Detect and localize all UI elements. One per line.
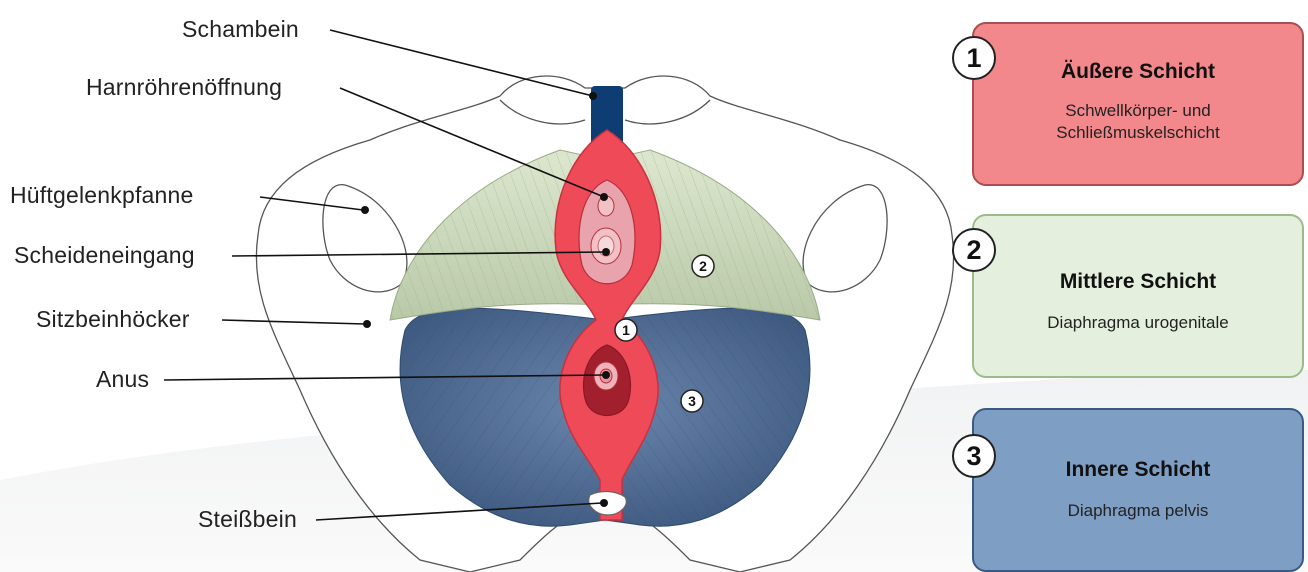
badge-inner-layer: 3 [952, 434, 996, 478]
card-outer-layer-title: Äußere Schicht [974, 60, 1302, 84]
card-middle-layer: Mittlere Schicht Diaphragma urogenitale [972, 214, 1304, 378]
label-anus: Anus [96, 366, 149, 393]
svg-text:3: 3 [688, 393, 696, 409]
label-hueftgelenkpfanne: Hüftgelenkpfanne [10, 182, 194, 209]
label-sitzbeinhoecker: Sitzbeinhöcker [36, 306, 190, 333]
label-schambein: Schambein [182, 16, 299, 43]
card-inner-layer-description: Diaphragma pelvis [994, 500, 1282, 522]
badge-middle-layer: 2 [952, 228, 996, 272]
card-outer-layer-description: Schwellkörper- und Schließmuskelschicht [994, 100, 1282, 144]
label-harnroehrenoeffnung: Harnröhrenöffnung [86, 74, 282, 101]
card-middle-layer-description: Diaphragma urogenitale [994, 312, 1282, 334]
leader-dot-anus [602, 371, 610, 379]
leader-dot-schambein [589, 92, 597, 100]
label-scheideneingang: Scheideneingang [14, 242, 195, 269]
card-inner-layer-line1: Diaphragma pelvis [994, 500, 1282, 522]
marker-2: 2 [692, 255, 714, 277]
card-inner-layer-title: Innere Schicht [974, 458, 1302, 482]
card-outer-layer-line1: Schwellkörper- und [994, 100, 1282, 122]
leader-dot-harnroehrenoeffnung [600, 193, 608, 201]
leader-dot-scheideneingang [602, 248, 610, 256]
card-inner-layer: Innere Schicht Diaphragma pelvis [972, 408, 1304, 572]
marker-3: 3 [681, 390, 703, 412]
badge-outer-layer: 1 [952, 36, 996, 80]
leader-dot-steissbein [600, 499, 608, 507]
leader-dot-hueftgelenkpfanne [361, 206, 369, 214]
card-outer-layer-line2: Schließmuskelschicht [994, 122, 1282, 144]
leader-dot-sitzbeinhoecker [363, 320, 371, 328]
svg-text:1: 1 [622, 322, 630, 338]
card-outer-layer: Äußere Schicht Schwellkörper- und Schlie… [972, 22, 1304, 186]
svg-text:2: 2 [699, 258, 707, 274]
marker-1: 1 [615, 319, 637, 341]
card-middle-layer-title: Mittlere Schicht [974, 270, 1302, 294]
leader-line-schambein [330, 30, 593, 96]
label-steissbein: Steißbein [198, 506, 297, 533]
card-middle-layer-line1: Diaphragma urogenitale [994, 312, 1282, 334]
